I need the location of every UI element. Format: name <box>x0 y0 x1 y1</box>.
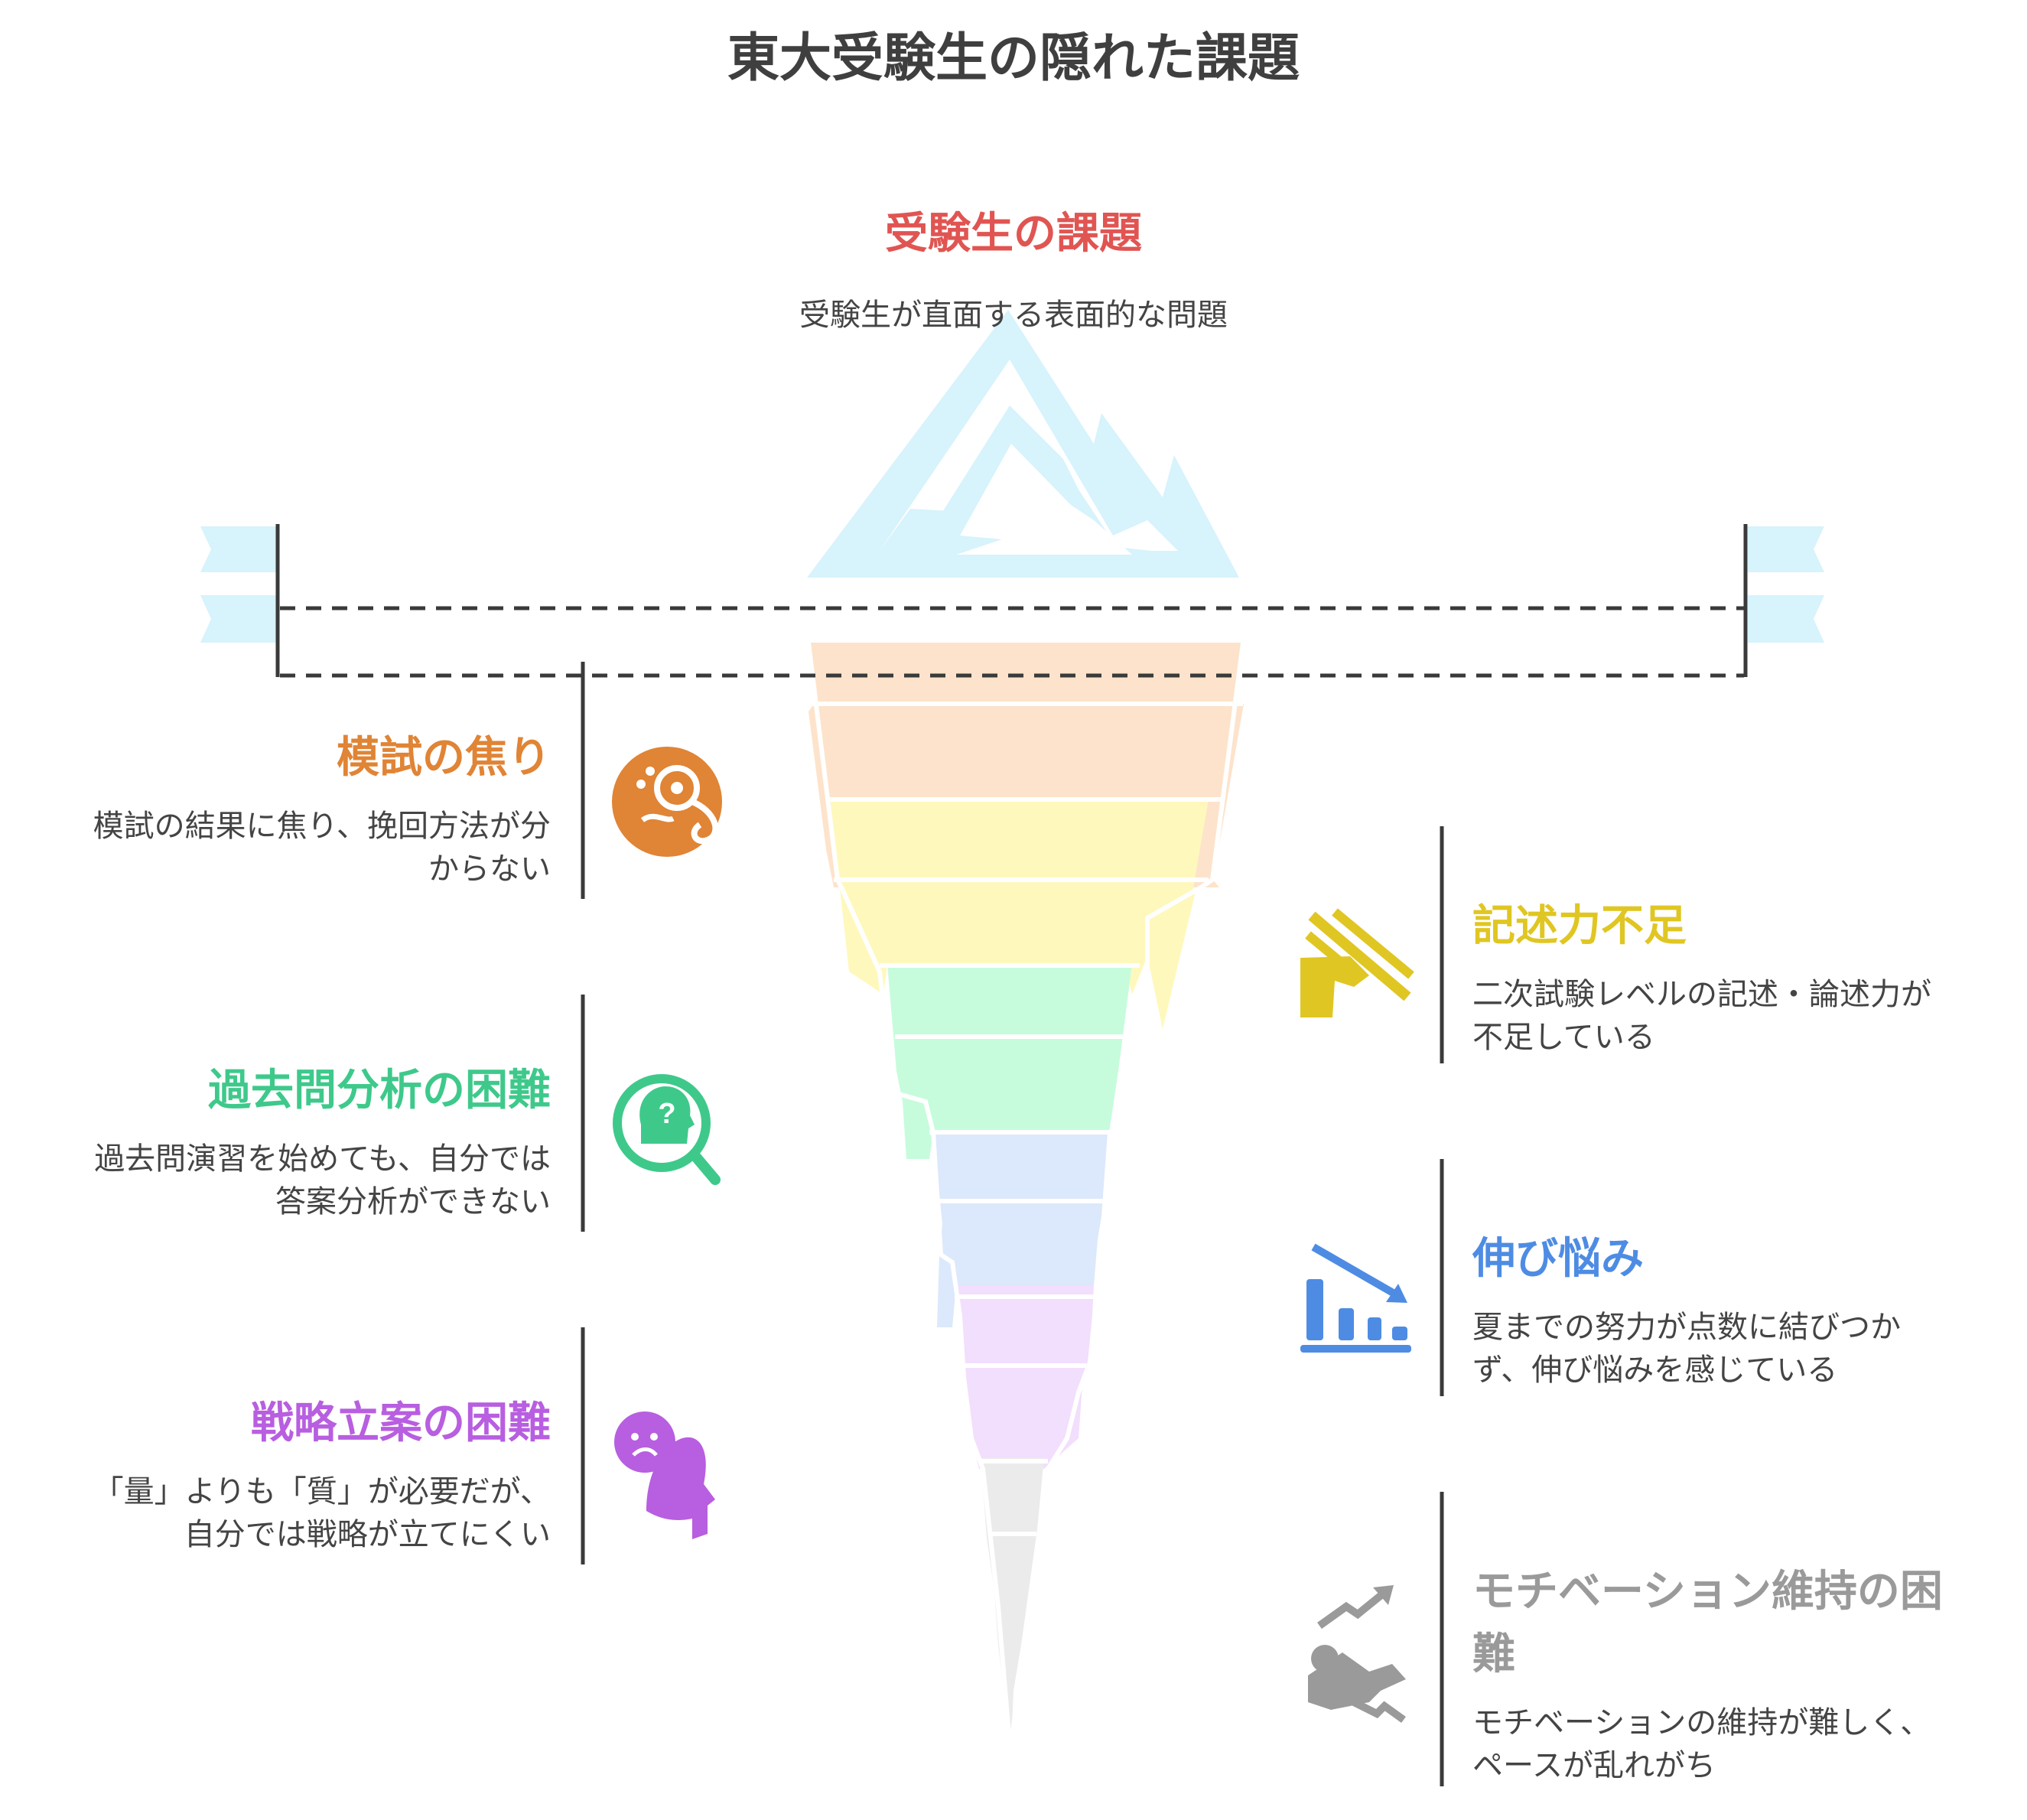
item-plateau: 伸び悩み 夏までの努力が点数に結びつか ず、伸び悩みを感じている <box>1472 1228 2008 1392</box>
item-desc-line: からない <box>428 851 551 887</box>
sad-head-icon <box>614 1411 715 1539</box>
item-desc: 模試の結果に焦り、挽回方法が分 からない <box>15 805 551 890</box>
svg-text:?: ? <box>658 1098 675 1130</box>
item-desc-line: 模試の結果に焦り、挽回方法が分 <box>93 809 551 844</box>
item-title: 模試の焦り <box>337 733 551 783</box>
band-green <box>887 964 1132 1159</box>
anxious-head-magnifier-icon <box>612 747 722 857</box>
item-desc-line: 自分では戦略が立てにくい <box>184 1517 551 1552</box>
item-desc-line: 答案分析ができない <box>275 1184 551 1219</box>
item-desc-line: 「量」よりも「質」が必要だが、 <box>93 1474 551 1509</box>
band-blue <box>933 1132 1108 1327</box>
waterline <box>275 524 1748 678</box>
item-desc-line: 夏までの努力が点数に結びつか <box>1472 1310 1901 1345</box>
item-writing-skill: 記述力不足 二次試験レベルの記述・論述力が 不足している <box>1472 895 2008 1059</box>
band-gray <box>981 1457 1044 1744</box>
writing-hand-icon <box>1300 908 1414 1017</box>
item-motivation: モチベーション維持の困 難 モチベーションの維持が難しく、 ペースが乱れがち <box>1472 1561 2008 1787</box>
item-desc-line: 過去問演習を始めても、自分では <box>94 1141 551 1177</box>
band-yellow <box>830 799 1209 1029</box>
item-desc: 「量」よりも「質」が必要だが、 自分では戦略が立てにくい <box>15 1470 551 1556</box>
tip-title: 受験生の課題 <box>885 209 1142 259</box>
item-past-exam-analysis: 過去問分析の困難 過去問演習を始めても、自分では 答案分析ができない <box>15 1060 551 1223</box>
item-strategy-planning: 戦略立案の困難 「量」よりも「質」が必要だが、 自分では戦略が立てにくい <box>15 1392 551 1556</box>
item-title-line: モチベーション維持の困 <box>1472 1567 1943 1617</box>
iceberg-tip-core-white <box>956 444 1132 555</box>
band-purple <box>955 1285 1094 1469</box>
iceberg-underwater <box>806 642 1245 1745</box>
item-desc-line: 不足している <box>1472 1020 1655 1055</box>
item-desc-line: モチベーションの維持が難しく、 <box>1472 1705 1931 1740</box>
declining-bar-chart-icon <box>1300 1243 1411 1353</box>
tip-subtitle: 受験生が直面する表面的な問題 <box>799 298 1228 333</box>
item-title-line: 難 <box>1472 1630 1515 1679</box>
iceberg-tip <box>807 310 1239 578</box>
item-desc: モチベーションの維持が難しく、 ペースが乱れがち <box>1472 1701 2008 1787</box>
falling-person-trend-icon <box>1308 1585 1406 1724</box>
item-desc-line: ペースが乱れがち <box>1472 1748 1716 1783</box>
water-ribbon-left <box>200 526 277 643</box>
item-desc-line: ず、伸び悩みを感じている <box>1472 1353 1838 1388</box>
item-desc-line: 二次試験レベルの記述・論述力が <box>1472 977 1931 1012</box>
water-ribbon-right <box>1748 526 1824 643</box>
item-separators <box>581 662 1444 1786</box>
item-mock-exam-anxiety: 模試の焦り 模試の結果に焦り、挽回方法が分 からない <box>15 727 551 890</box>
item-desc: 夏までの努力が点数に結びつか ず、伸び悩みを感じている <box>1472 1306 2008 1392</box>
item-title: 過去問分析の困難 <box>208 1066 551 1115</box>
item-title: 戦略立案の困難 <box>251 1398 551 1448</box>
item-desc: 過去問演習を始めても、自分では 答案分析ができない <box>15 1138 551 1223</box>
item-title: モチベーション維持の困 難 <box>1472 1561 2008 1686</box>
item-title: 記述力不足 <box>1472 901 1687 951</box>
item-desc: 二次試験レベルの記述・論述力が 不足している <box>1472 973 2008 1059</box>
question-head-search-icon: ? <box>613 1074 721 1185</box>
page-title: 東大受験生の隠れた課題 <box>727 28 1300 89</box>
item-title: 伸び悩み <box>1472 1234 1644 1284</box>
